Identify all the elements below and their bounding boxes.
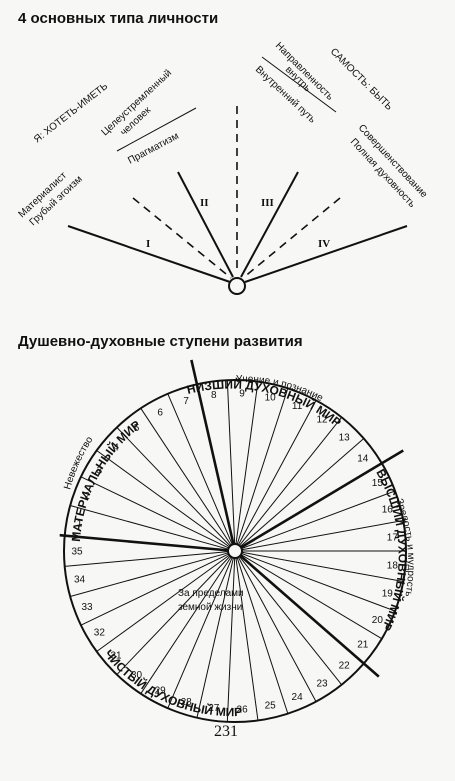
wheel-spoke: [140, 408, 234, 548]
top-title: 4 основных типа личности: [18, 10, 219, 27]
wheel-spoke: [96, 552, 233, 652]
step-number: 35: [71, 547, 83, 558]
step-number: 17: [387, 532, 399, 543]
step-number: 9: [239, 389, 245, 400]
wheel-spoke: [238, 552, 383, 640]
fan-line-dashed-right: [242, 197, 341, 279]
step-number: 22: [339, 661, 351, 672]
step-number: 29: [155, 686, 167, 697]
step-number: 19: [382, 589, 394, 600]
wheel-spoke: [235, 388, 289, 548]
step-number: 8: [211, 390, 217, 401]
step-number: 27: [208, 703, 220, 714]
wheel-spoke: [235, 381, 259, 548]
step-number: 10: [265, 392, 277, 403]
roman-4: IV: [318, 238, 330, 250]
beyond-life-line2: земной жизни: [178, 602, 242, 613]
page-number: 231: [214, 723, 238, 740]
wheel-spoke: [196, 554, 235, 718]
beyond-life-line1: За пределами: [178, 588, 244, 599]
step-number: 3: [97, 465, 103, 476]
step-number: 34: [74, 575, 86, 586]
step-number: 30: [131, 670, 143, 681]
step-number: 4: [113, 443, 119, 454]
boundary-line-pure: [234, 550, 380, 678]
wheel-spoke: [167, 393, 234, 548]
wheel-spoke: [116, 427, 233, 549]
wheel-spoke: [235, 554, 259, 721]
roman-1: I: [146, 238, 150, 250]
step-number: 23: [316, 678, 328, 689]
wheel-spoke: [167, 554, 234, 709]
wheel-spoke: [226, 554, 236, 722]
step-number: 12: [316, 415, 328, 426]
wheel-spoke: [64, 550, 232, 567]
pure-spiritual-world-label: ЧИСТЫЙ ДУХОВНЫЙ МИР: [102, 647, 243, 719]
step-number: 6: [157, 407, 163, 418]
step-number: 25: [265, 701, 277, 712]
higher-spiritual-world-label: ВЫСШИЙ ДУХОВНЫЙ МИР: [373, 467, 409, 633]
self-want-have-label: Я: ХОТЕТЬ-ИМЕТЬ: [32, 81, 110, 146]
bottom-title: Душевно-духовные ступени развития: [18, 333, 303, 350]
wheel-spoke: [226, 380, 236, 548]
step-number: 13: [339, 432, 351, 443]
fan-origin-circle: [228, 277, 246, 295]
wheel-spoke: [70, 551, 232, 597]
type2-divider: [116, 107, 197, 152]
boundary-line-lower: [190, 359, 237, 552]
step-number: 18: [387, 561, 399, 572]
wheel-spoke: [236, 554, 317, 702]
wheel-spoke: [238, 551, 404, 583]
step-number: 33: [82, 602, 94, 613]
wheel-spoke: [96, 450, 233, 550]
wheel-spoke: [140, 554, 234, 694]
step-number: 7: [183, 396, 189, 407]
step-number: 5: [134, 423, 140, 434]
step-number: 16: [382, 504, 394, 515]
step-number: 15: [372, 478, 384, 489]
wheel-hub-circle: [227, 543, 243, 559]
step-number: 26: [237, 704, 249, 715]
step-number: 28: [181, 697, 193, 708]
wheel-spoke: [237, 438, 365, 549]
type2-pragmatism-label: Прагматизм: [126, 131, 181, 167]
step-number: 24: [292, 692, 304, 703]
step-number: 32: [94, 628, 106, 639]
roman-3: III: [261, 197, 274, 209]
wheel-spoke: [237, 553, 343, 686]
step-number: 11: [292, 401, 303, 412]
wheel-spoke: [116, 553, 233, 675]
personality-fan-diagram: I II III IV Я: ХОТЕТЬ-ИМЕТЬ Материалист …: [17, 40, 430, 295]
wheel-spoke: [235, 554, 289, 714]
step-number: 2: [84, 491, 90, 502]
wheel-spoke: [237, 416, 343, 549]
wheel-spoke: [236, 400, 317, 548]
step-number: 20: [372, 615, 384, 626]
wheel-spoke: [70, 505, 232, 551]
fan-line-left: [67, 225, 231, 283]
wheel-spoke: [238, 519, 404, 551]
step-number: 1: [77, 518, 83, 529]
boundary-line-material: [59, 533, 236, 553]
boundary-line-higher: [234, 449, 404, 553]
wheel-spoke: [238, 490, 396, 551]
fan-line-inner-right: [240, 171, 299, 278]
step-number: 31: [110, 650, 122, 661]
type3-divider: [261, 56, 337, 113]
fan-line-dashed-left: [132, 197, 232, 279]
wheel-spoke: [80, 552, 232, 626]
roman-2: II: [200, 197, 209, 209]
step-number: 14: [357, 454, 369, 465]
step-number: 21: [357, 639, 369, 650]
self-be-label: САМОСТЬ: БЫТЬ: [328, 46, 395, 113]
fan-line-right: [244, 225, 408, 283]
wheel-spoke: [238, 551, 396, 612]
fan-line-inner-left: [177, 171, 234, 278]
wheel-spoke: [80, 476, 232, 550]
